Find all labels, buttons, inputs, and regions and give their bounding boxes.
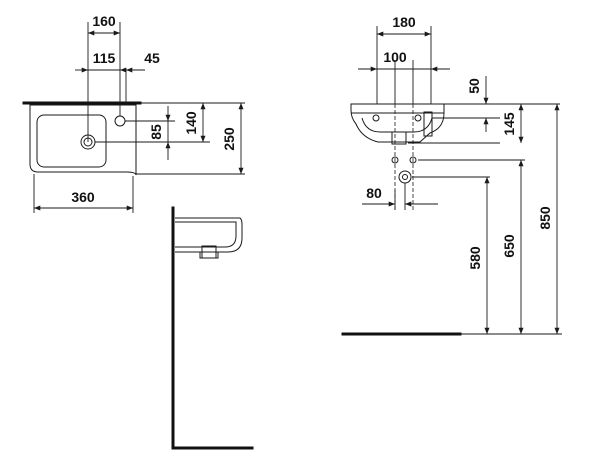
- dim-850: 850: [537, 206, 553, 230]
- dim-180: 180: [392, 14, 416, 30]
- tap-body-icon: [423, 111, 433, 137]
- top-view: 160 115 45 85 140 250 360: [22, 13, 245, 213]
- dim-650: 650: [501, 234, 517, 258]
- side-view: [171, 206, 254, 450]
- basin-profile-side: [175, 217, 243, 253]
- dim-250: 250: [221, 127, 237, 151]
- dim-50: 50: [466, 78, 482, 94]
- dim-85: 85: [148, 124, 164, 140]
- waste-outlet-front: [391, 131, 407, 145]
- dim-145: 145: [501, 112, 517, 136]
- waste-outlet-side: [199, 252, 219, 259]
- basin-outline-top: [29, 104, 137, 176]
- dim-140: 140: [183, 111, 199, 135]
- tap-hole-icon: [114, 115, 126, 127]
- basin-bowl-top: [36, 114, 107, 168]
- basin-outline-front: [350, 103, 445, 143]
- front-view: 180 100 50 145 80 580 650 850: [341, 14, 562, 336]
- dim-45: 45: [144, 50, 160, 66]
- supply-point-left-icon: [391, 156, 399, 164]
- supply-point-right-icon: [409, 156, 417, 164]
- dim-80: 80: [366, 185, 382, 201]
- dim-160: 160: [92, 13, 116, 29]
- dim-360: 360: [71, 189, 95, 205]
- dim-580: 580: [467, 246, 483, 270]
- dim-100: 100: [383, 49, 407, 65]
- waste-point-icon: [398, 170, 412, 184]
- dim-115: 115: [93, 50, 116, 66]
